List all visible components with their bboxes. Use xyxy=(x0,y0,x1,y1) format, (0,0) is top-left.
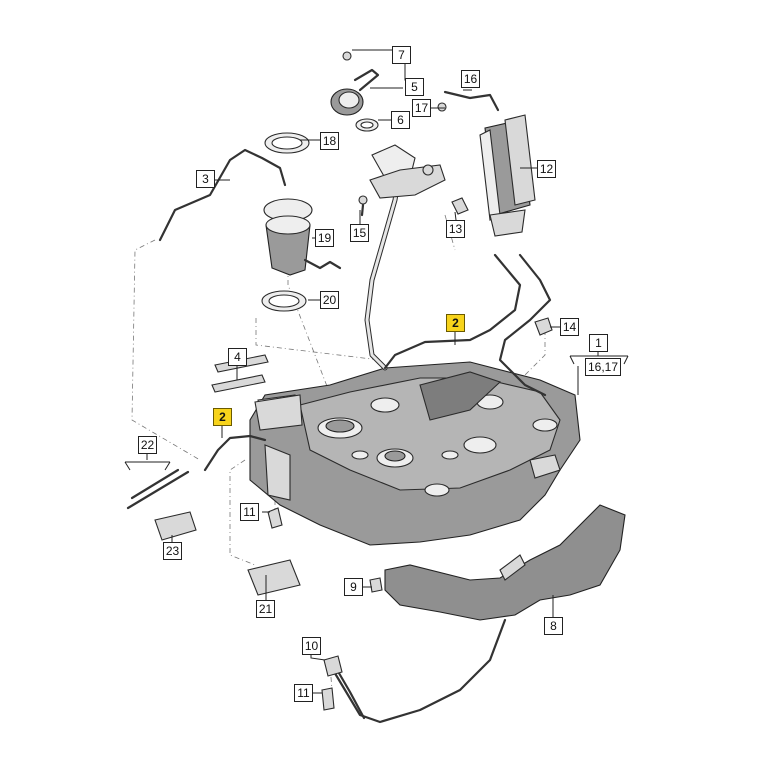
heat-shield xyxy=(384,504,626,621)
callout-11-upper: 11 xyxy=(240,503,259,521)
filler-cap xyxy=(330,51,380,132)
callout-20: 20 xyxy=(320,291,339,309)
callout-10: 10 xyxy=(302,637,321,655)
tank-strap xyxy=(323,618,507,724)
callout-23: 23 xyxy=(163,542,182,560)
callout-9: 9 xyxy=(344,578,363,596)
fuel-tank xyxy=(249,361,581,546)
callout-2-left: 2 xyxy=(213,408,232,426)
callout-16: 16 xyxy=(461,70,480,88)
callout-13: 13 xyxy=(446,220,465,238)
callout-11-lower: 11 xyxy=(294,684,313,702)
fuel-pump xyxy=(261,132,342,312)
callout-7: 7 xyxy=(392,46,411,64)
fuel-lines xyxy=(158,148,552,472)
callout-2-top: 2 xyxy=(446,314,465,332)
carbon-canister xyxy=(443,90,536,237)
callout-4: 4 xyxy=(228,348,247,366)
callout-19: 19 xyxy=(315,229,334,247)
callout-21: 21 xyxy=(256,600,275,618)
callout-15: 15 xyxy=(350,224,369,242)
callout-12: 12 xyxy=(537,160,556,178)
callout-14: 14 xyxy=(560,318,579,336)
filler-neck xyxy=(364,144,446,371)
callout-22: 22 xyxy=(138,436,157,454)
callout-17: 17 xyxy=(412,99,431,117)
callout-5: 5 xyxy=(405,78,424,96)
callout-8: 8 xyxy=(544,617,563,635)
callout-6: 6 xyxy=(391,111,410,129)
callout-1: 1 xyxy=(589,334,608,352)
callout-18: 18 xyxy=(320,132,339,150)
callout-3: 3 xyxy=(196,170,215,188)
callout-16-17: 16,17 xyxy=(585,358,621,376)
